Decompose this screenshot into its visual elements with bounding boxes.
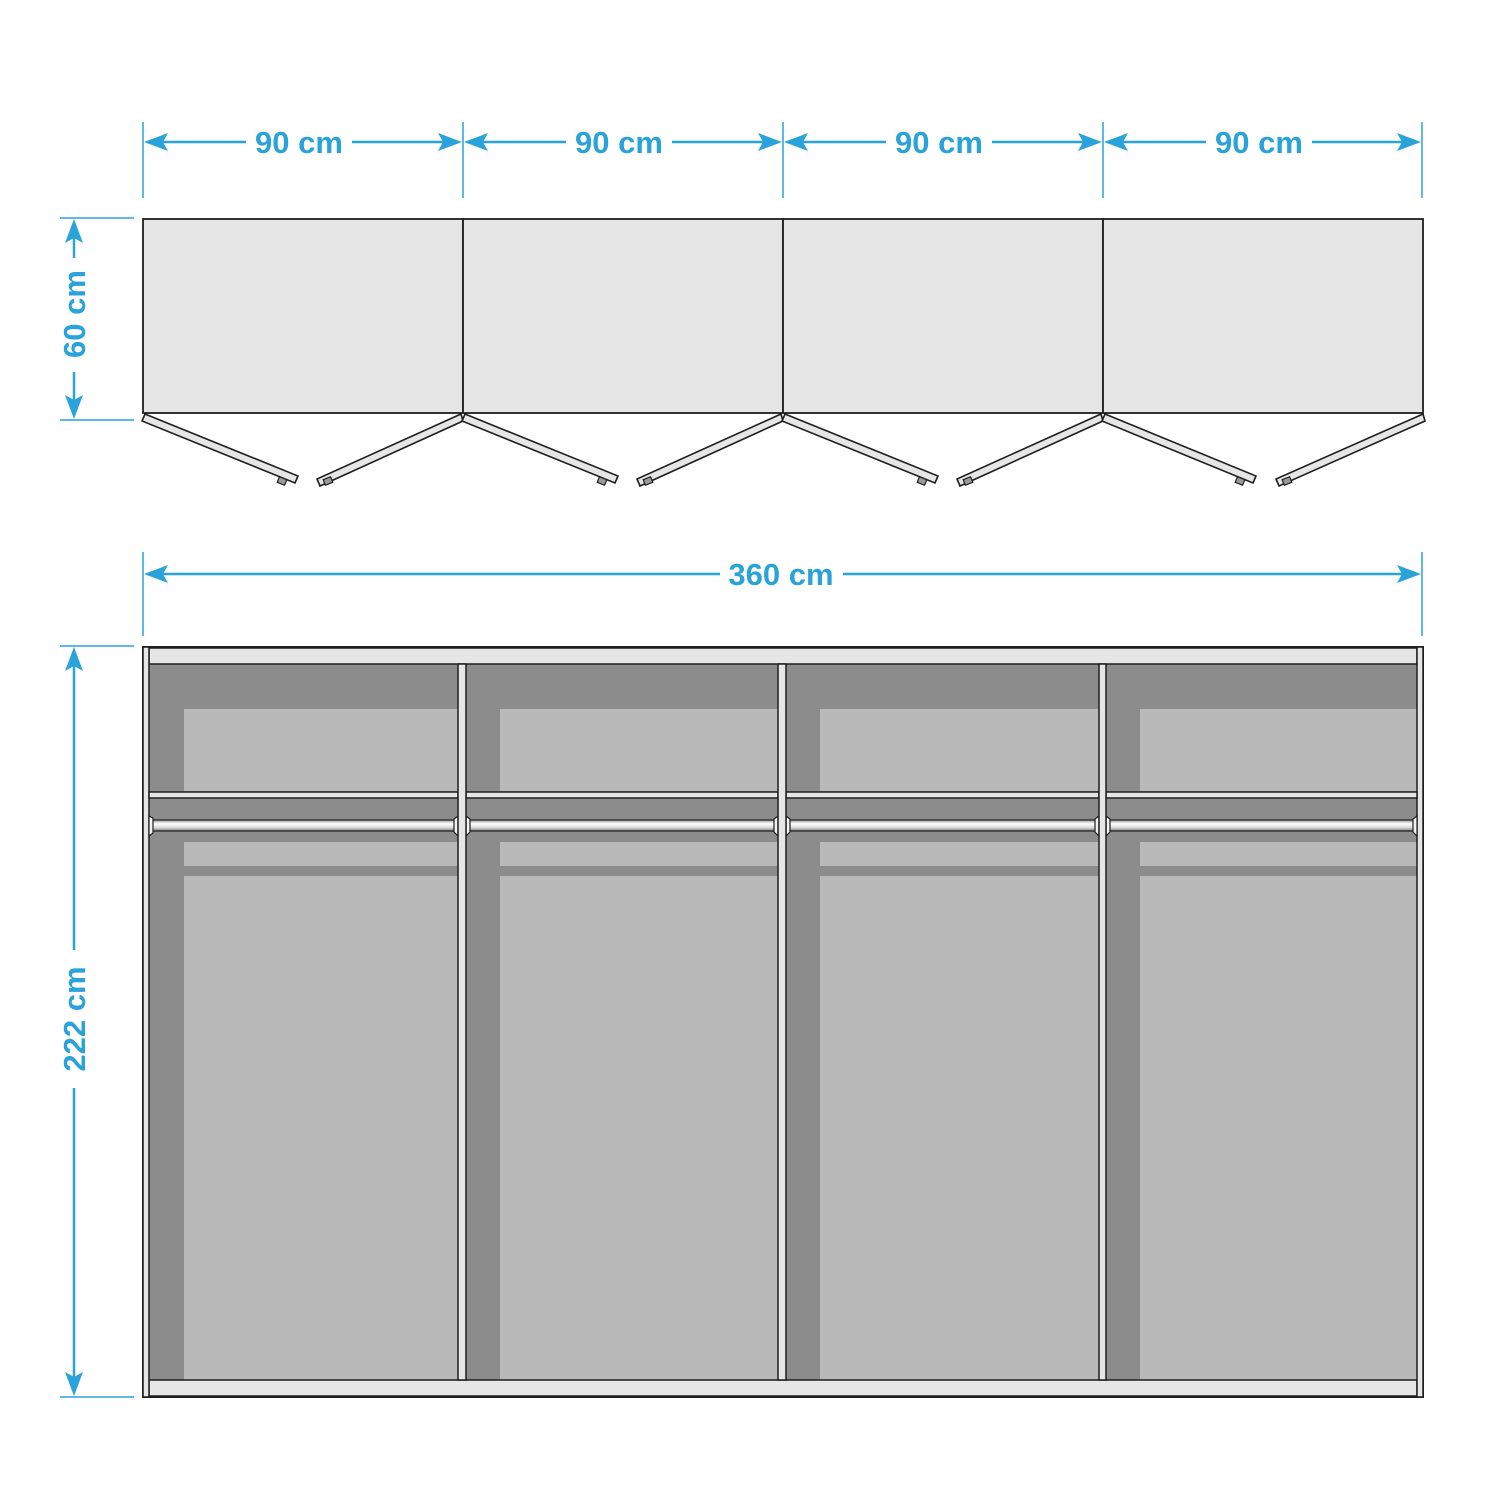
arrow-left-icon — [784, 133, 808, 151]
divider-3 — [1098, 663, 1107, 1381]
arrow-left-icon — [144, 565, 168, 583]
back-panel-upper — [184, 709, 458, 791]
back-panel-upper — [500, 709, 778, 791]
arrow-right-icon — [1397, 133, 1421, 151]
arrow-left-icon — [464, 133, 488, 151]
door-pair-4 — [1100, 412, 1426, 488]
shelf-4 — [1105, 791, 1418, 799]
arrow-right-icon — [758, 133, 782, 151]
open-doors — [140, 412, 1426, 488]
door-handle-icon — [596, 475, 608, 487]
arrow-up-icon — [65, 647, 83, 671]
back-panel-upper — [820, 709, 1099, 791]
shelf-2 — [465, 791, 779, 799]
back-panel-lower — [1140, 876, 1417, 1380]
back-panel-lower — [184, 876, 458, 1380]
top-view-carcass — [142, 218, 1424, 414]
dividers — [457, 663, 1107, 1381]
compartment-2 — [466, 664, 778, 1380]
door-handle-icon — [1234, 475, 1246, 487]
total-width-dimension: 360 cm — [142, 552, 1423, 636]
top-panel — [148, 647, 1418, 665]
front-view: 360 cm 222 cm — [57, 552, 1424, 1398]
module-top-1 — [142, 218, 464, 414]
divider-2 — [777, 663, 787, 1381]
back-panel-strip — [500, 842, 778, 866]
rail-1 — [150, 819, 457, 832]
side-panel-right — [1416, 646, 1424, 1398]
door-pair-3 — [780, 412, 1104, 488]
compartment-1 — [149, 664, 458, 1380]
door-handle-icon — [962, 475, 974, 487]
door-handle-icon — [276, 475, 288, 487]
back-panel-strip — [1140, 842, 1417, 866]
bottom-panel — [148, 1379, 1418, 1397]
arrow-right-icon — [1397, 565, 1421, 583]
arrow-up-icon — [65, 219, 83, 243]
rail-3 — [787, 819, 1098, 832]
divider-1 — [457, 663, 467, 1381]
rail-2 — [467, 819, 777, 832]
door-handle-icon — [322, 475, 334, 487]
arrow-right-icon — [1078, 133, 1102, 151]
compartment-4 — [1106, 664, 1417, 1380]
total-width-label: 360 cm — [728, 557, 833, 592]
arrow-left-icon — [144, 133, 168, 151]
height-dimension: 222 cm — [57, 645, 134, 1398]
depth-label: 60 cm — [57, 270, 92, 358]
arrow-right-icon — [438, 133, 462, 151]
arrow-down-icon — [65, 1372, 83, 1396]
door-handle-icon — [642, 475, 654, 487]
width-dimension-1: 90 cm — [144, 125, 462, 160]
depth-dimension: 60 cm — [57, 217, 134, 421]
door-handle-icon — [916, 475, 928, 487]
back-panel-strip — [184, 842, 458, 866]
back-panel-lower — [820, 876, 1099, 1380]
back-panel-strip — [820, 842, 1099, 866]
top-view: 90 cm 90 cm 90 cm 90 cm — [57, 122, 1426, 488]
shelf-3 — [785, 791, 1100, 799]
width-label-2: 90 cm — [575, 125, 663, 160]
width-extension-lines — [142, 122, 1423, 198]
side-panel-left — [142, 646, 150, 1398]
module-top-2 — [462, 218, 784, 414]
back-panel-upper — [1140, 709, 1417, 791]
front-carcass — [142, 646, 1424, 1398]
shelf-1 — [148, 791, 459, 799]
module-top-4 — [1102, 218, 1424, 414]
width-dimension-2: 90 cm — [464, 125, 782, 160]
width-dimension-4: 90 cm — [1104, 125, 1421, 160]
arrow-left-icon — [1104, 133, 1128, 151]
module-top-3 — [782, 218, 1104, 414]
back-panel-lower — [500, 876, 778, 1380]
width-label-3: 90 cm — [895, 125, 983, 160]
rail-4 — [1107, 819, 1416, 832]
door-handle-icon — [1281, 475, 1293, 487]
door-pair-2 — [460, 412, 784, 488]
width-label-1: 90 cm — [255, 125, 343, 160]
arrow-down-icon — [65, 395, 83, 419]
width-dimension-3: 90 cm — [784, 125, 1102, 160]
height-label: 222 cm — [57, 966, 92, 1071]
compartment-3 — [786, 664, 1099, 1380]
width-label-4: 90 cm — [1215, 125, 1303, 160]
door-pair-1 — [140, 412, 464, 488]
